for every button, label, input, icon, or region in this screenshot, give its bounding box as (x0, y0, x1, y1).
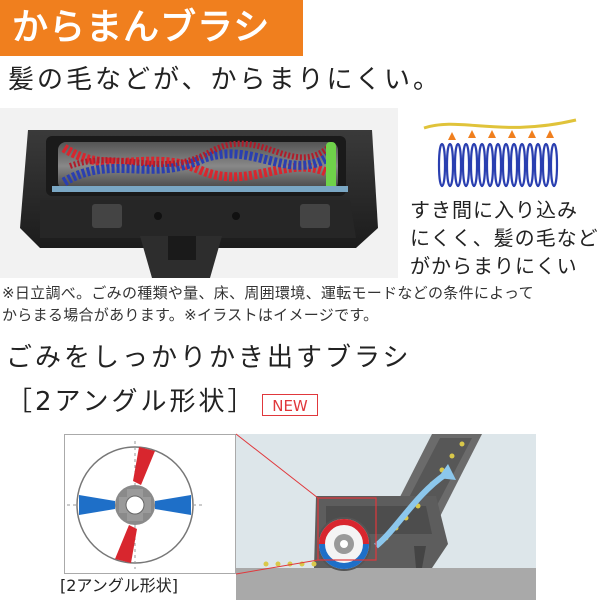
spiral-illustration (420, 108, 580, 190)
spiral-coils (437, 142, 559, 188)
blue-bristle-left (79, 495, 115, 515)
section-subheading: ［2アングル形状］ (6, 387, 257, 417)
brush-in-use-diagram (236, 434, 536, 600)
two-angle-cross-section (64, 434, 236, 574)
brush-head-illustration (0, 108, 398, 278)
diagram-caption: [2アングル形状] (60, 576, 179, 595)
airflow-arrow (374, 471, 448, 549)
footnote: ※日立調べ。ごみの種類や量、床、周囲環境、運転モードなどの条件によって からまる… (2, 282, 600, 326)
title-text: からまんブラシ (12, 7, 271, 48)
hair-strand (423, 118, 577, 130)
blue-bristle-right (155, 495, 191, 515)
footnote-line: からまる場合があります。※イラストはイメージです。 (2, 306, 379, 324)
spiral-bristles (61, 140, 333, 186)
arrows (448, 130, 554, 140)
side-caption-line: すき間に入り込み (410, 198, 578, 222)
new-badge: NEW (262, 394, 318, 416)
brush-head-photo (0, 108, 398, 278)
side-caption-line: にくく、髪の毛など (410, 226, 599, 250)
floor (236, 568, 536, 600)
subtitle: 髪の毛などが、からまりにくい。 (8, 65, 442, 95)
side-caption-line: がからまりにくい (410, 254, 578, 278)
red-bristle-top (133, 447, 155, 485)
title-badge: からまんブラシ (0, 0, 303, 56)
side-caption: すき間に入り込み にくく、髪の毛など がからまりにくい (410, 196, 600, 280)
red-bristle-bottom (115, 525, 137, 563)
footnote-line: ※日立調べ。ごみの種類や量、床、周囲環境、運転モードなどの条件によって (2, 284, 534, 302)
section-heading: ごみをしっかりかき出すブラシ (6, 343, 412, 373)
